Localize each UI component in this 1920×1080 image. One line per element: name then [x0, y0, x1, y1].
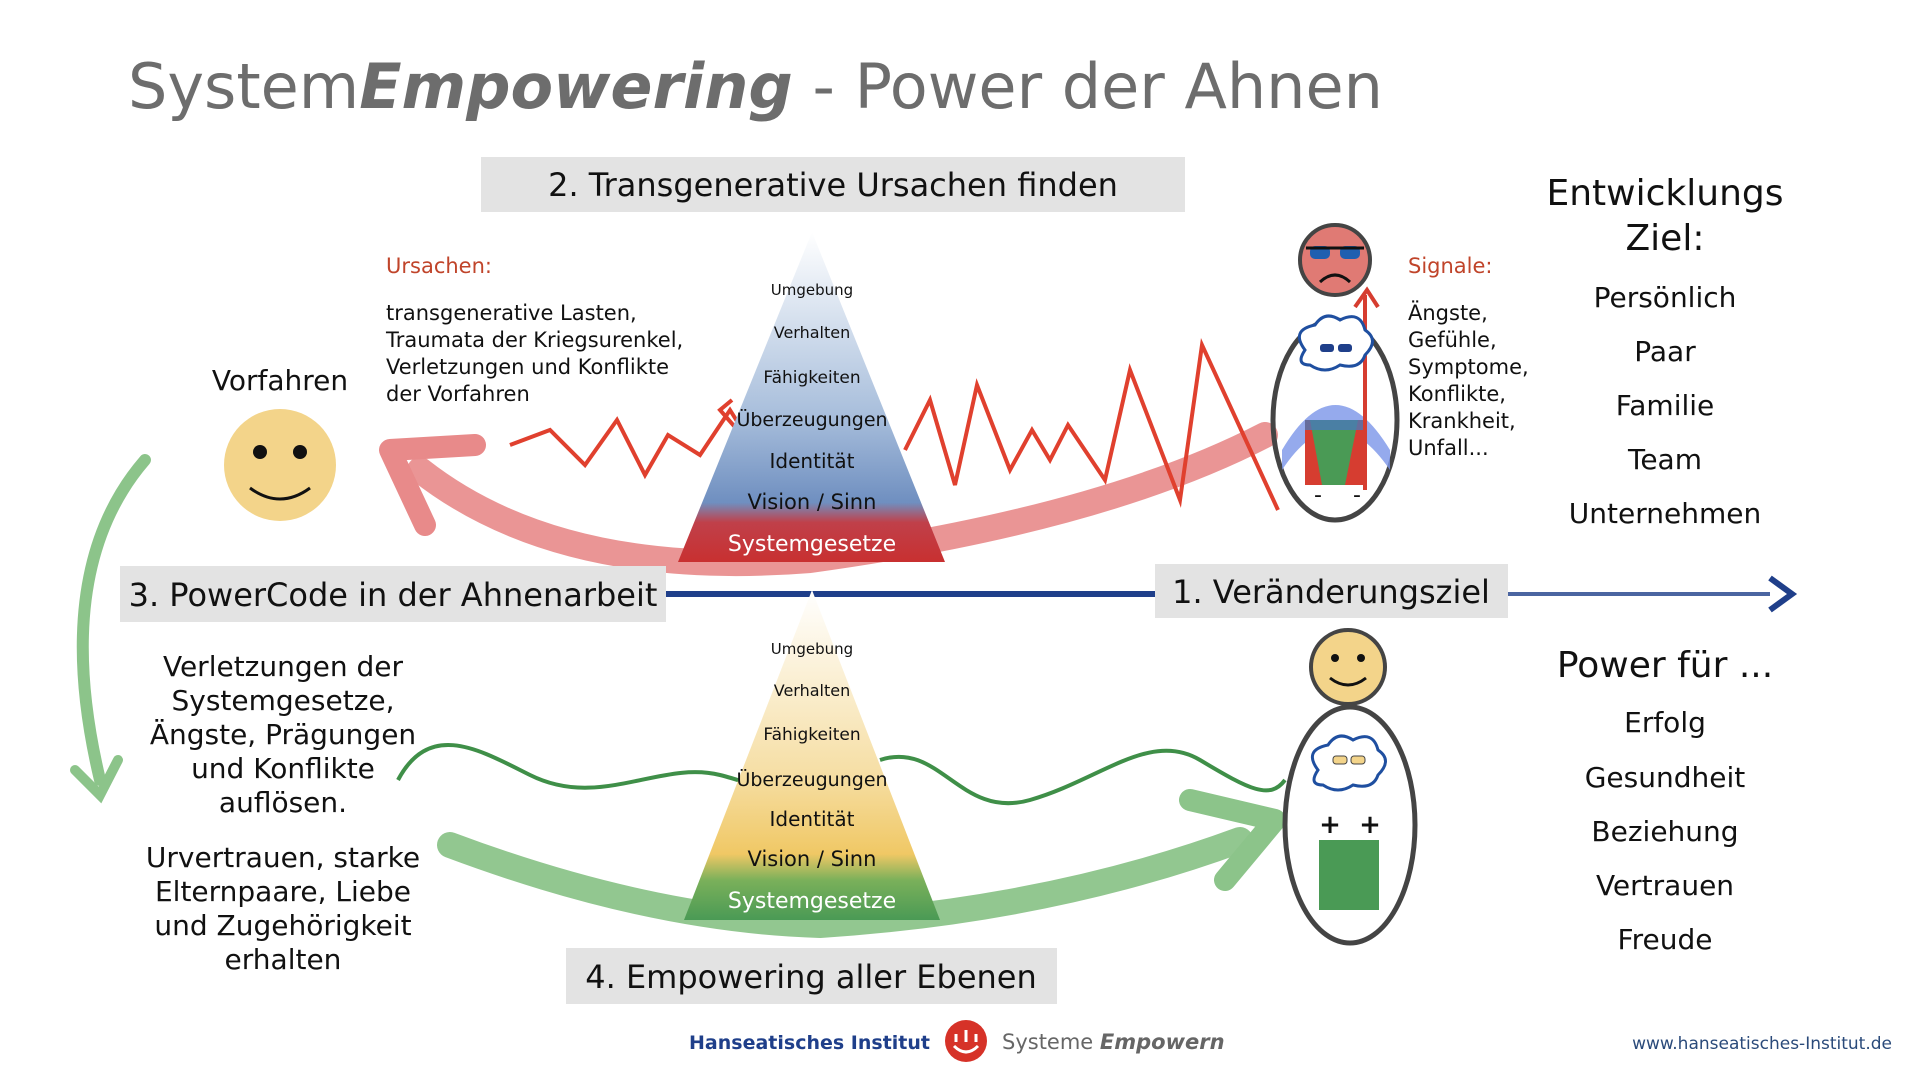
svg-text:+: +	[1319, 810, 1341, 840]
svg-text:und Zugehörigkeit: und Zugehörigkeit	[154, 909, 411, 942]
institute-logo-icon	[945, 1020, 987, 1062]
green-arc-arrow	[437, 827, 1253, 939]
svg-text:Persönlich: Persönlich	[1594, 281, 1737, 314]
vorfahren-label: Vorfahren	[212, 364, 348, 397]
svg-text:Vision / Sinn: Vision / Sinn	[748, 490, 877, 514]
svg-text:Freude: Freude	[1618, 923, 1713, 956]
svg-text:-: -	[1314, 483, 1322, 508]
svg-text:Verletzungen der: Verletzungen der	[163, 650, 404, 683]
svg-text:Konflikte,: Konflikte,	[1408, 382, 1506, 406]
svg-text:Identität: Identität	[770, 807, 855, 831]
svg-text:auflösen.: auflösen.	[219, 786, 347, 819]
svg-text:Umgebung: Umgebung	[771, 281, 853, 299]
svg-text:Identität: Identität	[770, 449, 855, 473]
svg-text:Ängste,: Ängste,	[1408, 300, 1488, 325]
svg-text:Vertrauen: Vertrauen	[1596, 869, 1734, 902]
pyramid-bottom	[684, 590, 940, 920]
svg-text:-: -	[1353, 483, 1361, 508]
svg-text:Überzeugungen: Überzeugungen	[736, 768, 887, 791]
left-text-block: Verletzungen der Systemgesetze, Ängste, …	[146, 650, 420, 976]
green-arrowhead	[1179, 789, 1286, 891]
svg-text:Entwicklungs: Entwicklungs	[1546, 173, 1783, 214]
svg-text:3. PowerCode in der Ahnenarbei: 3. PowerCode in der Ahnenarbeit	[129, 576, 658, 614]
svg-text:Verhalten: Verhalten	[774, 681, 851, 700]
signale-text: Ängste, Gefühle, Symptome, Konflikte, Kr…	[1408, 300, 1529, 460]
svg-text:+: +	[1359, 810, 1381, 840]
step3-box: 3. PowerCode in der Ahnenarbeit	[120, 566, 666, 622]
svg-text:Systemgesetze: Systemgesetze	[728, 532, 896, 557]
svg-text:Erfolg: Erfolg	[1624, 706, 1706, 739]
institute-name: Hanseatisches Institut	[689, 1032, 930, 1054]
svg-text:Elternpaare, Liebe: Elternpaare, Liebe	[155, 875, 411, 908]
step2-box: 2. Transgenerative Ursachen finden	[481, 157, 1185, 212]
svg-text:Traumata der Kriegsurenkel,: Traumata der Kriegsurenkel,	[385, 328, 683, 352]
signale-heading: Signale:	[1408, 254, 1493, 278]
entwicklungsziel-list: Entwicklungs Ziel: Persönlich Paar Famil…	[1546, 173, 1783, 530]
svg-text:Krankheit,: Krankheit,	[1408, 409, 1516, 433]
svg-text:Verhalten: Verhalten	[774, 323, 851, 342]
stressed-person-icon: - -	[1270, 223, 1400, 523]
svg-text:Überzeugungen: Überzeugungen	[736, 408, 887, 431]
svg-text:Unternehmen: Unternehmen	[1569, 497, 1761, 530]
empowered-person-icon: + +	[1282, 628, 1418, 946]
svg-text:Symptome,: Symptome,	[1408, 355, 1529, 379]
ursachen-heading: Ursachen:	[386, 254, 492, 278]
brand-name: Systeme Empowern	[1002, 1030, 1225, 1054]
svg-text:der Vorfahren: der Vorfahren	[386, 382, 530, 406]
svg-text:Systemgesetze: Systemgesetze	[728, 889, 896, 914]
svg-text:Unfall...: Unfall...	[1408, 436, 1489, 460]
step4-box: 4. Empowering aller Ebenen	[566, 948, 1057, 1004]
svg-text:Beziehung: Beziehung	[1591, 815, 1738, 848]
svg-text:Fähigkeiten: Fähigkeiten	[763, 725, 860, 745]
svg-text:Paar: Paar	[1634, 335, 1696, 368]
svg-text:Vision / Sinn: Vision / Sinn	[748, 847, 877, 871]
step1-box: 1. Veränderungsziel	[1155, 564, 1508, 618]
svg-text:Ziel:: Ziel:	[1626, 218, 1705, 259]
ursachen-text: transgenerative Lasten, Traumata der Kri…	[385, 301, 683, 406]
svg-text:erhalten: erhalten	[225, 943, 342, 976]
svg-text:1. Veränderungsziel: 1. Veränderungsziel	[1172, 573, 1490, 611]
pyramid-bottom-labels: Umgebung Verhalten Fähigkeiten Überzeugu…	[728, 640, 896, 914]
svg-text:Gesundheit: Gesundheit	[1585, 761, 1746, 794]
website-link[interactable]: www.hanseatisches-Institut.de	[1632, 1034, 1892, 1054]
svg-text:Fähigkeiten: Fähigkeiten	[763, 368, 860, 388]
red-arrowhead	[379, 434, 486, 536]
svg-text:Systemgesetze,: Systemgesetze,	[171, 684, 394, 717]
svg-text:Familie: Familie	[1616, 389, 1715, 422]
svg-text:Ängste, Prägungen: Ängste, Prägungen	[150, 718, 416, 751]
axis-arrow-icon	[1768, 575, 1798, 613]
svg-text:und Konflikte: und Konflikte	[191, 752, 375, 785]
pyramid-top-labels: Umgebung Verhalten Fähigkeiten Überzeugu…	[728, 281, 896, 557]
power-list: Power für ... Erfolg Gesundheit Beziehun…	[1557, 645, 1773, 956]
svg-text:Urvertrauen, starke: Urvertrauen, starke	[146, 841, 420, 874]
page-title: SystemEmpowering - Power der Ahnen	[128, 50, 1383, 123]
zigzag-right	[903, 337, 1280, 511]
green-left-arrow	[76, 454, 151, 786]
svg-text:Verletzungen und Konflikte: Verletzungen und Konflikte	[386, 355, 669, 379]
ancestor-smiley-icon	[224, 409, 336, 521]
pyramid-top	[678, 232, 945, 562]
svg-text:4. Empowering aller Ebenen: 4. Empowering aller Ebenen	[585, 958, 1037, 996]
svg-text:Umgebung: Umgebung	[771, 640, 853, 658]
svg-text:transgenerative Lasten,: transgenerative Lasten,	[386, 301, 637, 325]
svg-text:Power für ...: Power für ...	[1557, 645, 1773, 686]
svg-text:2. Transgenerative Ursachen fi: 2. Transgenerative Ursachen finden	[548, 166, 1118, 204]
svg-text:Gefühle,: Gefühle,	[1408, 328, 1497, 352]
green-left-arrowhead	[70, 755, 123, 804]
svg-text:Team: Team	[1627, 443, 1702, 476]
